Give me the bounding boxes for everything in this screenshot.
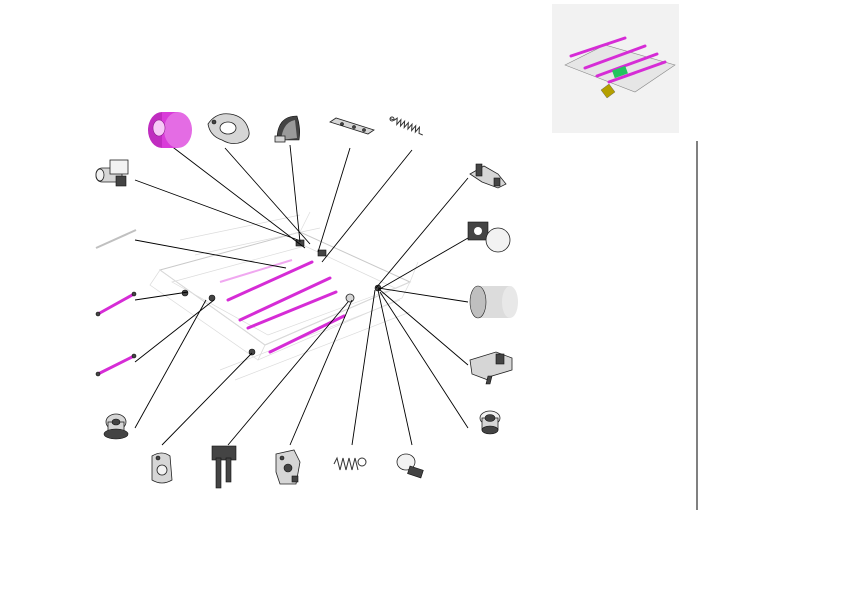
bracket-plate-icon xyxy=(207,113,250,144)
thumbnail-preview xyxy=(552,4,679,133)
magenta-rod-icon xyxy=(95,353,137,377)
side-bracket-icon xyxy=(151,452,173,484)
key-plate-icon xyxy=(211,445,237,489)
roller-1 xyxy=(226,260,314,302)
leader-lines xyxy=(134,144,469,446)
lever-icon xyxy=(469,163,507,189)
ring-tab-icon xyxy=(396,453,424,479)
roller-2 xyxy=(238,276,332,322)
angle-bracket-icon xyxy=(469,351,513,385)
bushing-icon xyxy=(479,410,501,435)
clip-icon xyxy=(95,159,129,187)
side-plate-icon xyxy=(275,449,301,485)
roller-3 xyxy=(246,290,338,330)
central-assembly xyxy=(149,211,419,381)
half-disc-cover-icon xyxy=(274,115,300,143)
roller-4 xyxy=(268,314,346,354)
ring-bracket-icon xyxy=(467,221,511,253)
knob-icon xyxy=(103,413,129,440)
spring-icon xyxy=(333,456,367,471)
spring-icon xyxy=(389,116,423,136)
roller-sleeve-icon xyxy=(469,285,518,319)
shaft-icon xyxy=(95,229,137,249)
pink-gear-icon xyxy=(148,112,192,148)
magenta-rod-icon xyxy=(95,291,137,317)
strip-bracket-icon xyxy=(329,117,375,135)
